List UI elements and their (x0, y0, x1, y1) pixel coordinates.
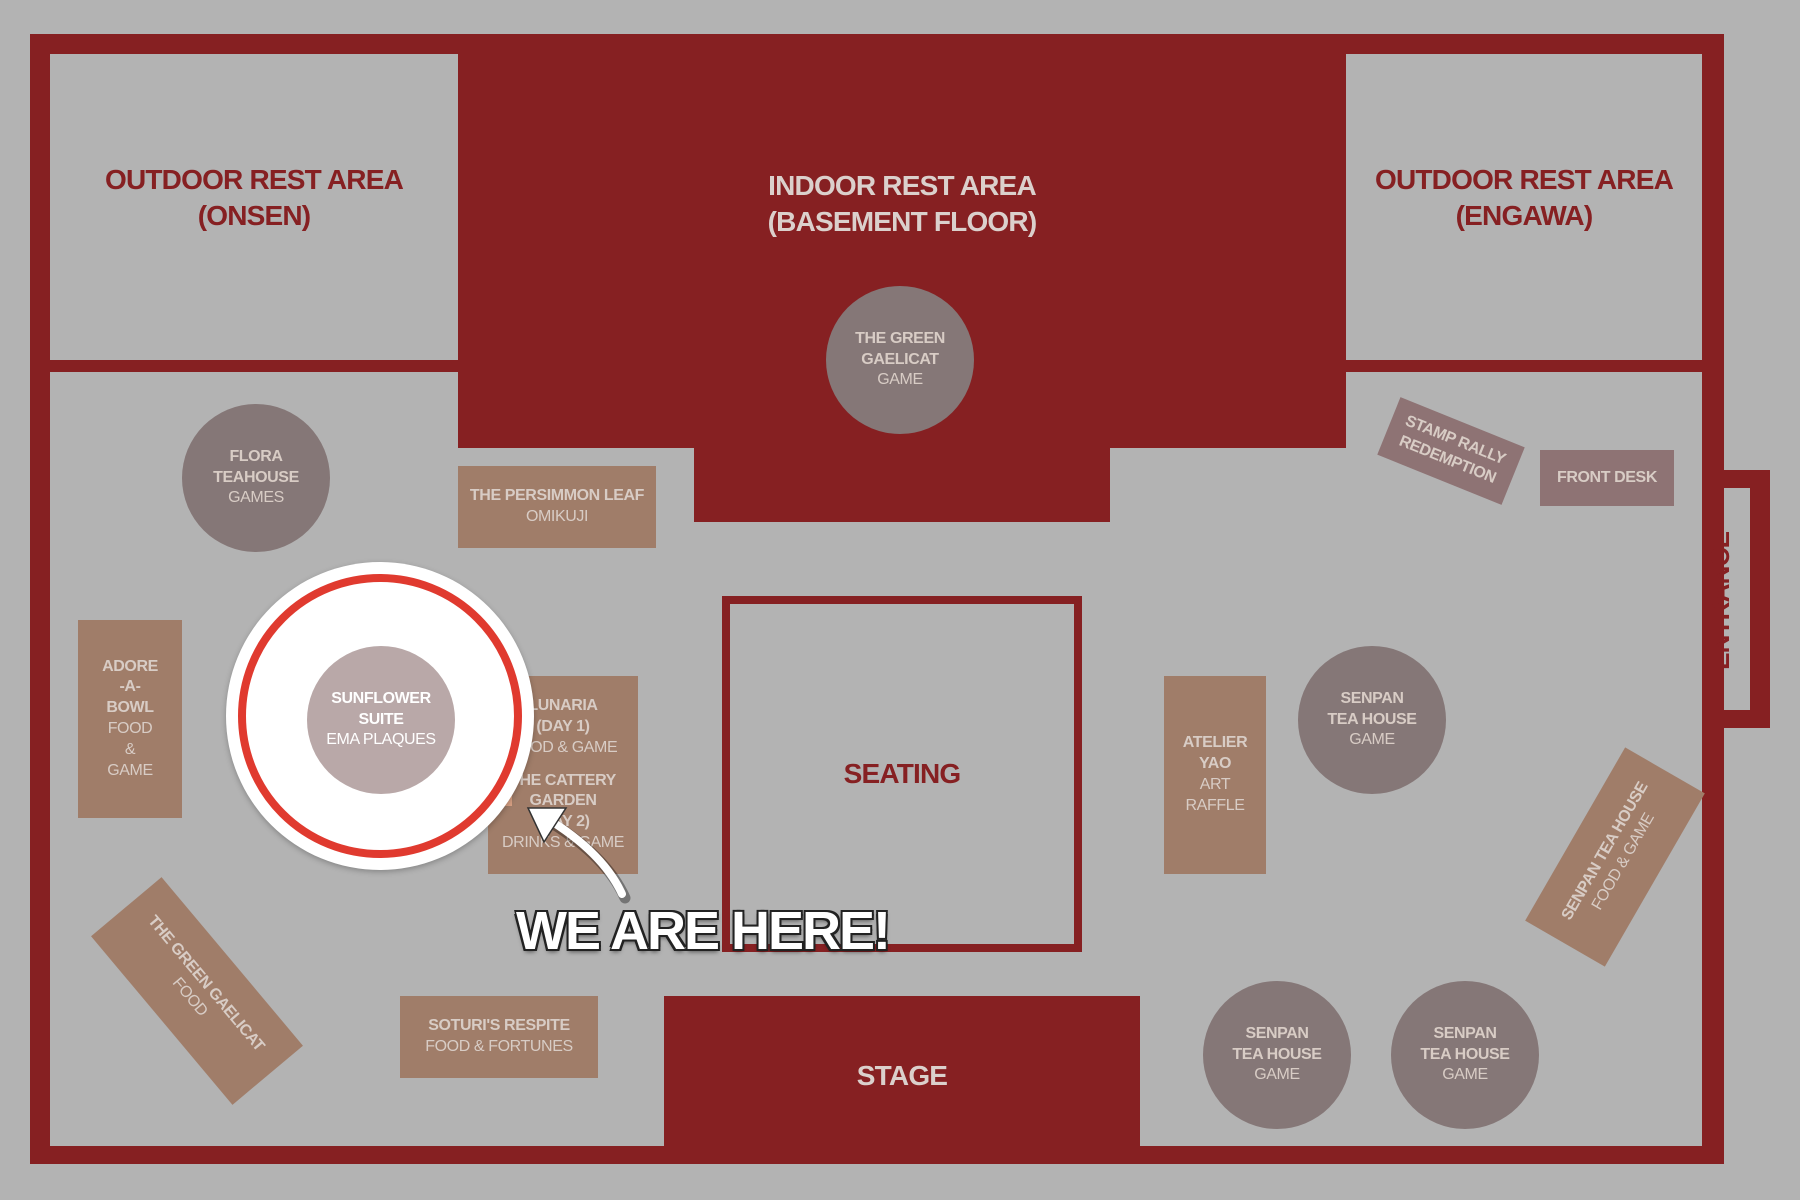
stage-label: STAGE (856, 1060, 948, 1091)
booth-activity: GAME (1254, 1066, 1300, 1084)
booth-name: (DAY 1) (536, 718, 590, 735)
booth-green-gaelicat-game[interactable]: THE GREEN GAELICAT GAME (826, 286, 974, 434)
booth-name: TEA HOUSE (1420, 1045, 1510, 1063)
booth-senpan-tea-house-1[interactable]: SENPAN TEA HOUSE GAME (1298, 646, 1446, 794)
booth-name: SOTURI'S RESPITE (428, 1017, 570, 1035)
booth-lunaria-cattery[interactable]: LUNARIA (DAY 1) FOOD & GAME THE CATTERY … (488, 676, 638, 874)
booth-name: SENPAN (1245, 1024, 1309, 1042)
booth-name: GARDEN (529, 792, 597, 810)
booth-name: SENPAN (1340, 689, 1404, 707)
booth-flora-teahouse[interactable]: FLORA TEAHOUSE GAMES (182, 404, 330, 552)
booth-name: FRONT DESK (1556, 468, 1657, 486)
indoor-basement-title: INDOOR REST AREA (768, 170, 1037, 201)
bottom-left-floor-gap (50, 1100, 664, 1146)
entrance-label: ENTRANCE (1705, 531, 1736, 670)
booth-front-desk[interactable]: FRONT DESK (1540, 450, 1674, 506)
stage (664, 996, 1140, 1150)
booth-name: SUITE (358, 710, 404, 728)
booth-name: FLORA (229, 447, 283, 465)
booth-name: LUNARIA (528, 697, 598, 715)
entrance-opening (1724, 488, 1750, 710)
seating-label: SEATING (843, 758, 962, 789)
booth-senpan-tea-house-3[interactable]: SENPAN TEA HOUSE GAME (1391, 981, 1539, 1129)
booth-adore-a-bowl[interactable]: ADORE -A- BOWL FOOD & GAME (78, 620, 182, 818)
booth-activity: GAMES (228, 489, 284, 507)
booth-persimmon-leaf[interactable]: THE PERSIMMON LEAF OMIKUJI (458, 466, 656, 548)
booth-activity: GAME (1349, 731, 1395, 749)
booth-activity: GAME (107, 761, 153, 779)
booth-soturis-respite[interactable]: SOTURI'S RESPITE FOOD & FORTUNES (400, 996, 598, 1078)
booth-activity: GAME (877, 371, 923, 389)
booth-activity: FOOD & FORTUNES (425, 1038, 573, 1055)
booth-activity: & (124, 740, 136, 758)
booth-activity: FOOD & GAME (508, 738, 618, 756)
booth-activity: OMIKUJI (525, 508, 589, 525)
booth-name: SUNFLOWER (331, 689, 431, 707)
booth-name: THE CATTERY (510, 771, 616, 789)
indoor-basement-subtitle: (BASEMENT FLOOR) (767, 206, 1038, 238)
booth-name: TEAHOUSE (213, 468, 299, 486)
booth-name: ADORE (102, 657, 158, 675)
booth-atelier-yao[interactable]: ATELIER YAO ART RAFFLE (1164, 676, 1266, 874)
booth-name: GAELICAT (861, 350, 939, 368)
booth-activity: ART (1199, 776, 1231, 793)
booth-name: SENPAN (1433, 1024, 1497, 1042)
indoor-rest-area-lower (694, 440, 1110, 522)
indoor-basement-label: INDOOR REST AREA (BASEMENT FLOOR) (458, 168, 1346, 241)
booth-name: -A- (119, 678, 141, 696)
booth-name: YAO (1198, 755, 1231, 773)
we-are-here-label: WE ARE HERE! (516, 901, 891, 961)
booth-name: TEA HOUSE (1327, 710, 1417, 728)
booth-activity: EMA PLAQUES (326, 731, 436, 749)
outdoor-rest-area-engawa (1346, 54, 1702, 360)
booth-sunflower-suite[interactable]: SUNFLOWER SUITE EMA PLAQUES (307, 646, 455, 794)
outdoor-onsen-title: OUTDOOR REST AREA (104, 164, 404, 195)
outdoor-engawa-title: OUTDOOR REST AREA (1374, 164, 1674, 195)
booth-name: BOWL (106, 699, 154, 717)
booth-activity: RAFFLE (1185, 796, 1245, 814)
curved-arrow-icon (526, 807, 631, 904)
outdoor-onsen-subtitle: (ONSEN) (197, 200, 311, 232)
seating-area (722, 596, 1082, 952)
booth-senpan-tea-house-2[interactable]: SENPAN TEA HOUSE GAME (1203, 981, 1351, 1129)
outdoor-onsen-label: OUTDOOR REST AREA (ONSEN) (50, 162, 458, 235)
outdoor-engawa-subtitle: (ENGAWA) (1455, 200, 1594, 232)
booth-name: TEA HOUSE (1232, 1045, 1322, 1063)
outdoor-engawa-label: OUTDOOR REST AREA (ENGAWA) (1346, 162, 1702, 235)
booth-name: ATELIER (1182, 734, 1248, 752)
booth-activity: FOOD (107, 720, 153, 737)
outdoor-rest-area-onsen (50, 54, 458, 360)
booth-name: THE GREEN (855, 329, 945, 347)
booth-activity: GAME (1442, 1066, 1488, 1084)
booth-name: THE PERSIMMON LEAF (469, 487, 645, 505)
booth-activity: DRINKS & GAME (502, 833, 624, 851)
